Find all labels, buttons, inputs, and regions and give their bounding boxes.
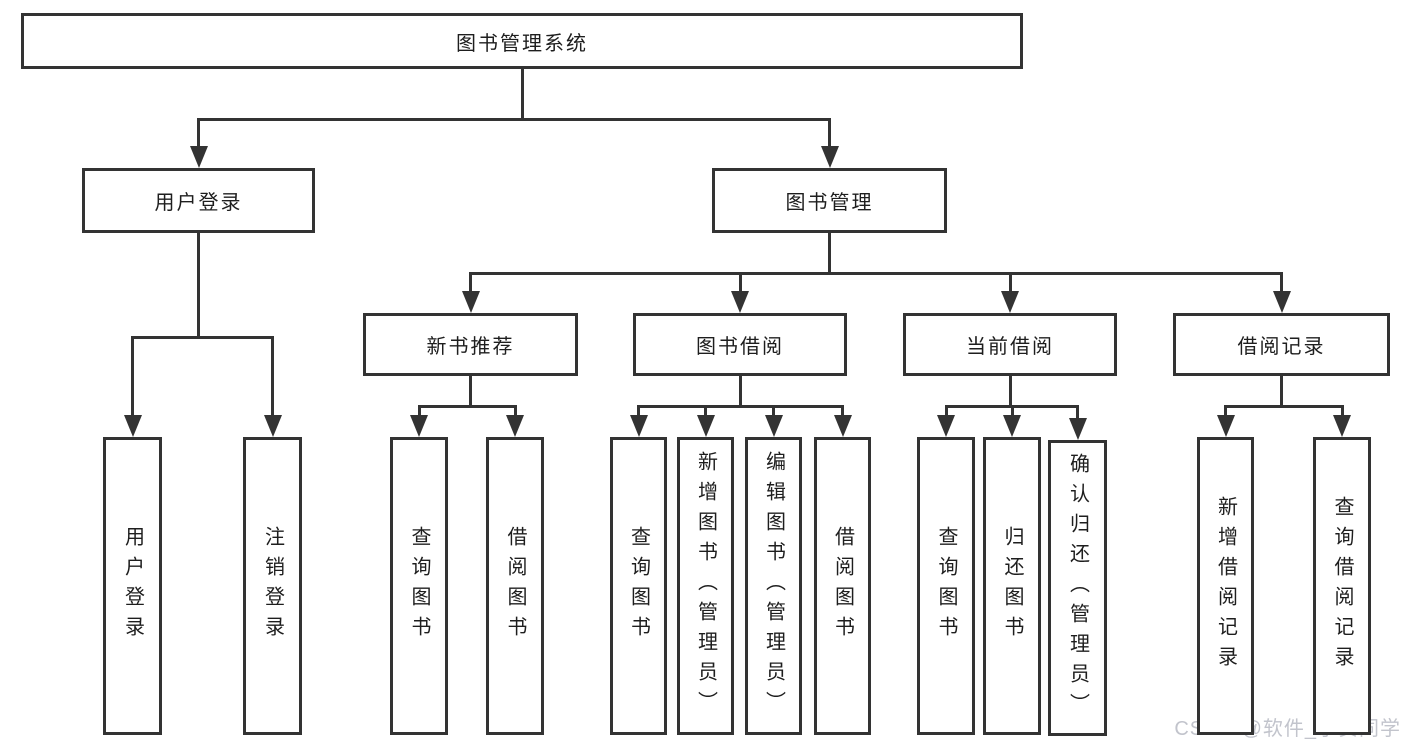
node-bb-query: 查询图书 [610, 437, 667, 735]
node-label-bb-edit: 编辑图书（管理员） [762, 451, 785, 721]
edge-stub-new-book-rec [469, 376, 472, 408]
edge-shaft-nbr-borrow [513, 405, 517, 419]
arrowhead-current-borrow [1001, 291, 1019, 313]
node-new-book-rec: 新书推荐 [363, 313, 578, 376]
node-br-query: 查询借阅记录 [1313, 437, 1371, 735]
node-nbr-borrow: 借阅图书 [486, 437, 544, 735]
edge-shaft-bb-borrow [841, 405, 844, 419]
node-label-bb-query: 查询图书 [627, 526, 650, 646]
edge-bus-book-mgmt [469, 272, 1283, 275]
edge-shaft-br-add [1224, 405, 1227, 419]
edge-shaft-br-query [1340, 405, 1344, 419]
edge-stub-book-mgmt [828, 233, 831, 275]
node-cb-confirm: 确认归还（管理员） [1048, 440, 1107, 736]
node-label-nbr-borrow: 借阅图书 [504, 526, 526, 646]
edge-bus-book-borrow [637, 405, 844, 408]
arrowhead-cb-confirm [1068, 418, 1087, 440]
node-label-current-borrow: 当前借阅 [966, 336, 1054, 358]
node-label-new-book-rec: 新书推荐 [426, 336, 515, 358]
edge-shaft-ul-logout [271, 336, 274, 419]
edge-shaft-cb-return [1010, 405, 1014, 419]
edge-stub-user-login [197, 233, 200, 339]
node-user-login: 用户登录 [82, 168, 315, 233]
node-bb-borrow: 借阅图书 [814, 437, 871, 735]
node-cb-return: 归还图书 [983, 437, 1041, 735]
edge-shaft-bb-add [704, 405, 707, 419]
arrowhead-bb-query [629, 415, 648, 437]
arrowhead-bb-add [696, 415, 715, 437]
node-label-book-borrow: 图书借阅 [696, 336, 784, 358]
edge-stub-root [520, 69, 524, 121]
arrowhead-cb-query [937, 415, 955, 437]
arrowhead-bb-edit [764, 415, 783, 437]
node-ul-logout: 注销登录 [243, 437, 302, 735]
edge-bus-new-book-rec [417, 405, 517, 408]
node-label-borrow-records: 借阅记录 [1237, 336, 1326, 358]
node-label-ul-login: 用户登录 [121, 526, 144, 646]
edge-stub-book-borrow [738, 376, 742, 408]
edge-shaft-nbr-query [417, 405, 421, 419]
node-current-borrow: 当前借阅 [903, 313, 1117, 376]
arrowhead-cb-return [1003, 415, 1021, 437]
edge-bus-root [197, 118, 831, 121]
arrowhead-br-query [1333, 415, 1351, 437]
edge-shaft-book-mgmt [828, 118, 831, 150]
edge-shaft-current-borrow [1008, 272, 1012, 295]
node-label-book-mgmt: 图书管理 [785, 192, 874, 214]
edge-shaft-cb-confirm [1076, 405, 1079, 422]
node-label-br-query: 查询借阅记录 [1331, 496, 1353, 676]
arrowhead-nbr-borrow [506, 415, 524, 437]
edge-shaft-user-login [197, 118, 200, 150]
node-label-bb-borrow: 借阅图书 [831, 526, 854, 646]
edge-shaft-bb-query [637, 405, 640, 419]
node-label-bb-add: 新增图书（管理员） [694, 451, 717, 721]
edge-shaft-book-borrow [738, 272, 742, 295]
arrowhead-new-book-rec [461, 291, 480, 313]
node-label-user-login: 用户登录 [154, 192, 243, 214]
node-label-nbr-query: 查询图书 [408, 526, 430, 646]
edge-shaft-ul-login [131, 336, 134, 419]
arrowhead-borrow-records [1272, 291, 1291, 313]
node-label-cb-query: 查询图书 [935, 526, 957, 646]
edge-shaft-borrow-records [1280, 272, 1283, 295]
node-br-add: 新增借阅记录 [1197, 437, 1254, 735]
arrowhead-user-login [189, 146, 208, 168]
arrowhead-book-mgmt [820, 146, 839, 168]
node-borrow-records: 借阅记录 [1173, 313, 1390, 376]
node-ul-login: 用户登录 [103, 437, 162, 735]
edge-shaft-cb-query [944, 405, 948, 419]
edge-stub-borrow-records [1280, 376, 1283, 408]
arrowhead-br-add [1216, 415, 1235, 437]
node-bb-edit: 编辑图书（管理员） [745, 437, 802, 735]
node-label-cb-confirm: 确认归还（管理员） [1066, 453, 1089, 723]
node-label-cb-return: 归还图书 [1001, 526, 1023, 646]
node-cb-query: 查询图书 [917, 437, 975, 735]
arrowhead-book-borrow [731, 291, 749, 313]
node-root: 图书管理系统 [21, 13, 1023, 69]
node-nbr-query: 查询图书 [390, 437, 448, 735]
node-bb-add: 新增图书（管理员） [677, 437, 734, 735]
node-label-ul-logout: 注销登录 [261, 526, 284, 646]
node-book-mgmt: 图书管理 [712, 168, 947, 233]
node-label-root: 图书管理系统 [456, 32, 588, 55]
edge-stub-current-borrow [1008, 376, 1012, 408]
edge-shaft-new-book-rec [469, 272, 472, 295]
arrowhead-ul-login [123, 415, 142, 437]
arrowhead-ul-logout [263, 415, 282, 437]
node-book-borrow: 图书借阅 [633, 313, 847, 376]
arrowhead-nbr-query [410, 415, 428, 437]
node-label-br-add: 新增借阅记录 [1214, 496, 1237, 676]
edge-bus-user-login [131, 336, 274, 339]
edge-shaft-bb-edit [772, 405, 775, 419]
arrowhead-bb-borrow [833, 415, 852, 437]
edge-bus-borrow-records [1224, 405, 1344, 408]
